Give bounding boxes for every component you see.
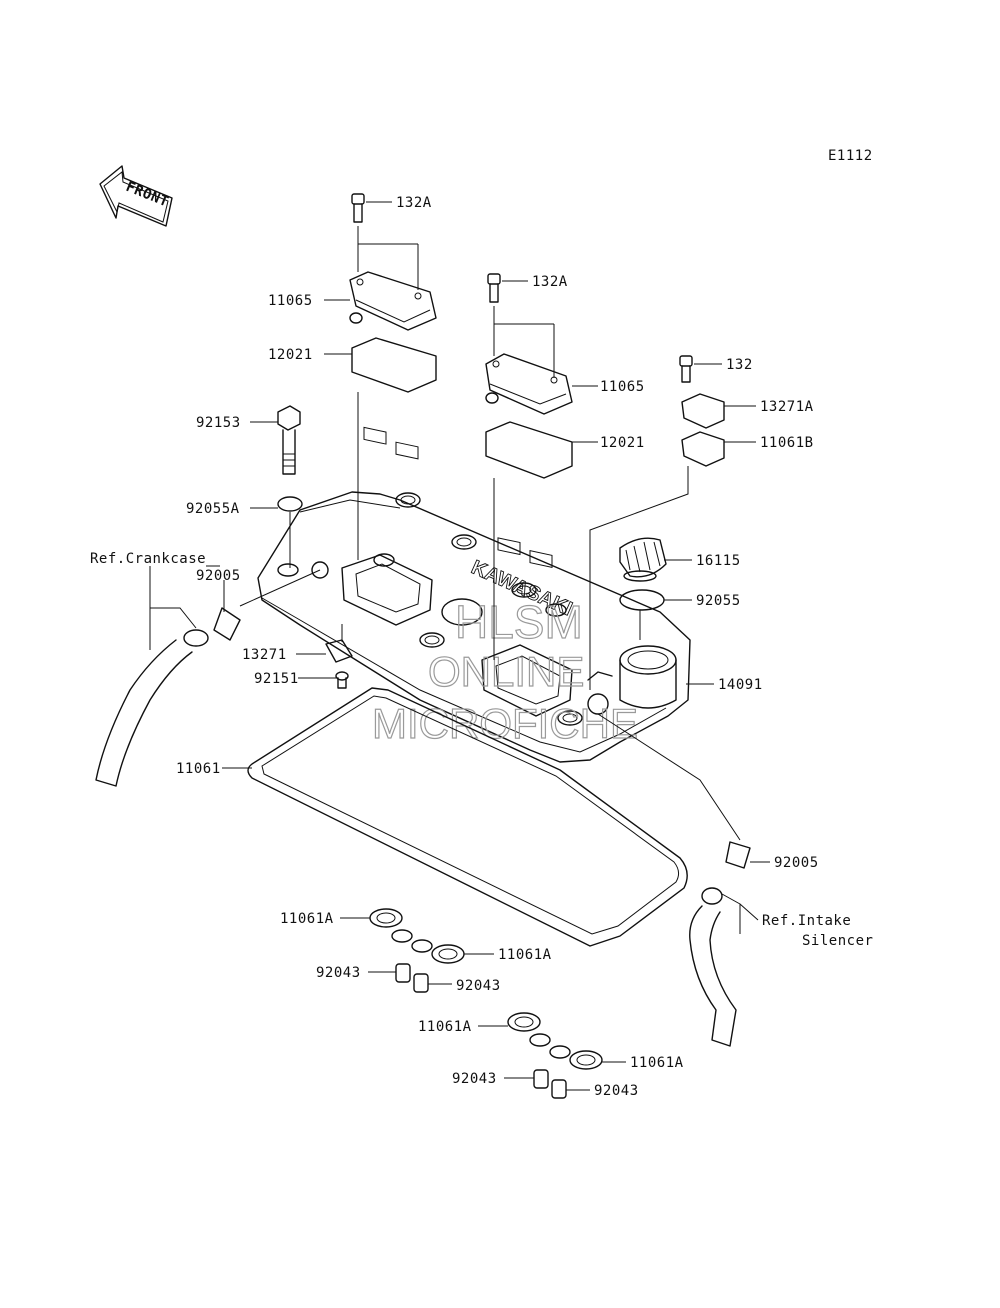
watermark-line1: HLSM — [455, 596, 583, 648]
label-132: 132 — [726, 357, 753, 373]
label-11061: 11061 — [176, 761, 221, 777]
diagram-code: E1112 — [828, 148, 873, 164]
plate-13271a — [681, 393, 725, 429]
part-labels: 132A 11065 12021 92153 92055A Ref.Crankc… — [90, 195, 873, 1099]
label-ref-intake: Ref.Intake — [762, 913, 851, 929]
label-12021-left: 12021 — [268, 347, 313, 363]
front-arrow-icon: FRONT — [99, 165, 173, 227]
reed-plate-left — [351, 337, 437, 460]
label-92005-right: 92005 — [774, 855, 819, 871]
label-11061a-1: 11061A — [280, 911, 334, 927]
label-92151: 92151 — [254, 671, 299, 687]
label-ref-intake-silencer: Silencer — [802, 933, 873, 949]
clamp-13271 — [325, 639, 353, 663]
label-92043-2: 92043 — [456, 978, 501, 994]
label-16115: 16115 — [696, 553, 741, 569]
label-ref-crankcase: Ref.Crankcase — [90, 551, 206, 567]
label-11065-left: 11065 — [268, 293, 313, 309]
cover-gasket-11061 — [247, 687, 688, 947]
label-11065-right: 11065 — [600, 379, 645, 395]
label-11061a-4: 11061A — [630, 1055, 684, 1071]
label-92153: 92153 — [196, 415, 241, 431]
label-92043-1: 92043 — [316, 965, 361, 981]
bolt-132a-right — [487, 273, 501, 303]
watermark-line2: ONLINE — [428, 648, 584, 695]
breather-cover-left — [349, 271, 437, 331]
label-13271: 13271 — [242, 647, 287, 663]
breather-hose-right — [689, 841, 751, 1047]
reed-plate-right — [485, 421, 573, 568]
label-132a-right: 132A — [532, 274, 568, 290]
breather-hose-left — [95, 607, 241, 787]
label-11061b: 11061B — [760, 435, 814, 451]
label-92005-left: 92005 — [196, 568, 241, 584]
label-92043-3: 92043 — [452, 1071, 497, 1087]
gasket-11061b — [681, 431, 725, 467]
leader-lines — [149, 201, 770, 1091]
watermark: HLSM ONLINE MICROFICHE — [371, 595, 638, 747]
bolt-92153 — [277, 405, 301, 475]
bolt-92151 — [335, 671, 349, 689]
oil-filler-cap — [619, 537, 667, 582]
label-13271a: 13271A — [760, 399, 814, 415]
label-14091: 14091 — [718, 677, 763, 693]
label-92055: 92055 — [696, 593, 741, 609]
front-arrow-label: FRONT — [124, 179, 171, 211]
label-12021-right: 12021 — [600, 435, 645, 451]
seal-group-upper — [369, 908, 465, 993]
bolt-132 — [679, 355, 693, 383]
label-11061a-3: 11061A — [418, 1019, 472, 1035]
breather-cover-right — [485, 353, 573, 415]
washer-92055a — [277, 496, 303, 512]
label-11061a-2: 11061A — [498, 947, 552, 963]
bolt-132a-left — [351, 193, 365, 223]
watermark-line3: MICROFICHE — [372, 700, 638, 747]
label-92043-4: 92043 — [594, 1083, 639, 1099]
label-132a-left: 132A — [396, 195, 432, 211]
oring-92055 — [619, 589, 665, 611]
seal-group-lower — [507, 1012, 603, 1099]
label-92055a: 92055A — [186, 501, 240, 517]
